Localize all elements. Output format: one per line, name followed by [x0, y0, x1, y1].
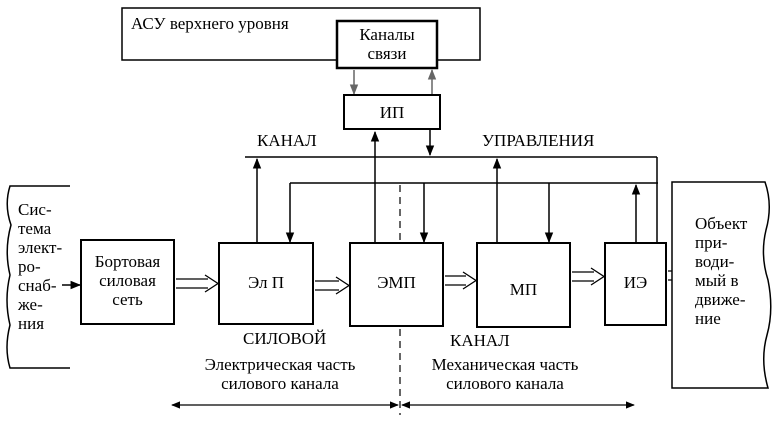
object-line: движе- — [695, 290, 746, 309]
power-system-line: ро- — [18, 257, 41, 276]
onboard-line: Бортовая — [94, 252, 161, 271]
object-box — [671, 181, 772, 389]
object-line: води- — [695, 252, 735, 271]
emp-box — [349, 242, 444, 327]
elp-label: Эл П — [247, 273, 284, 292]
mp-box — [476, 242, 571, 328]
object-label: Объект при- води- мый в движе- ние — [695, 214, 747, 328]
power-system-label: Сис- тема элект- ро- снаб- же- ния — [18, 200, 62, 333]
power-arrow-emp-mp — [445, 271, 478, 290]
ie-label: ИЭ — [623, 273, 648, 292]
object-line: мый в — [695, 271, 739, 290]
channels-box — [335, 19, 439, 70]
mechanical-part-line1: Механическая часть — [431, 355, 579, 374]
object-line: Объект — [695, 214, 748, 233]
emp-label: ЭМП — [377, 273, 416, 292]
mechanical-part-label: Механическая часть силового канала — [410, 355, 600, 393]
power-system-line: элект- — [18, 238, 63, 257]
asu-label: АСУ верхнего уровня — [131, 14, 289, 33]
electrical-part-line1: Электрическая часть — [204, 355, 356, 374]
power-system-line: тема — [18, 219, 52, 238]
onboard-network-box — [80, 239, 175, 325]
power-system-line: же- — [18, 295, 43, 314]
channels-label: Каналы связи — [337, 25, 437, 63]
power-system-box — [6, 185, 70, 369]
elp-box — [218, 242, 314, 325]
mechanical-part-line2: силового канала — [446, 374, 564, 393]
object-line: при- — [695, 233, 728, 252]
electrical-part-line2: силового канала — [221, 374, 339, 393]
power-arrow-elp-emp — [315, 276, 351, 295]
power-arrow-mp-ie — [572, 267, 606, 286]
onboard-network-label: Бортовая силовая сеть — [81, 252, 174, 309]
bus-label-left: КАНАЛ — [257, 131, 317, 150]
power-system-line: Сис- — [18, 200, 52, 219]
power-system-line: ния — [18, 314, 45, 333]
ie-box — [604, 242, 667, 326]
channels-label-line1: Каналы — [359, 25, 415, 44]
power-word-label: СИЛОВОЙ — [243, 329, 327, 348]
power-arrow-onboard-elp — [176, 274, 220, 293]
onboard-line: силовая — [99, 271, 156, 290]
channel-word-label: КАНАЛ — [450, 331, 510, 350]
bus-label-right: УПРАВЛЕНИЯ — [482, 131, 595, 150]
electrical-part-label: Электрическая часть силового канала — [180, 355, 380, 393]
ip-label: ИП — [379, 103, 405, 122]
power-system-line: снаб- — [18, 276, 57, 295]
object-line: ние — [695, 309, 721, 328]
channels-label-line2: связи — [367, 44, 407, 63]
asu-box — [121, 7, 481, 61]
ip-box — [343, 94, 441, 130]
mp-label: МП — [509, 280, 538, 299]
onboard-line: сеть — [112, 290, 143, 309]
